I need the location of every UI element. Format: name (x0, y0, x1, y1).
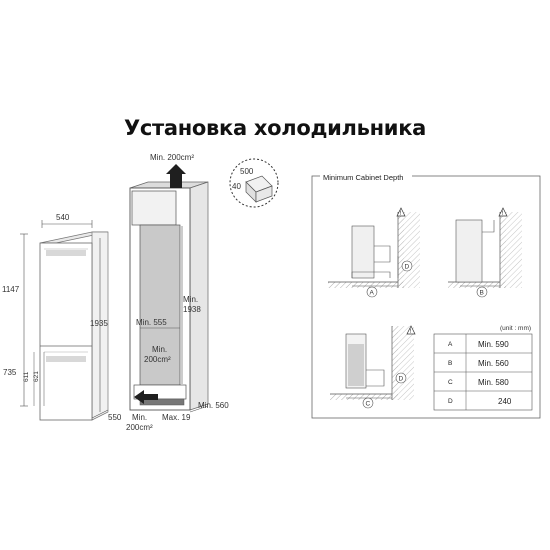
top-vent-label: Min. 200cm² (150, 153, 194, 162)
scenario-b: B ! (448, 207, 522, 298)
table-row: C Min. 580 (448, 378, 509, 387)
row-value: Min. 560 (478, 359, 509, 368)
unit-label: (unit : mm) (500, 325, 531, 332)
fridge-door-b: 621 (33, 371, 40, 382)
fridge-dimensions: 540 1147 735 1935 611 621 550 (2, 213, 122, 422)
fridge-width: 540 (56, 213, 70, 222)
page-title: Установка холодильника (123, 116, 427, 140)
bottom-vent-value: 200cm² (126, 423, 153, 432)
scenario-a: A D ! (328, 207, 420, 298)
bottom-vent-label: Min. (132, 413, 147, 422)
table-row: A Min. 590 (448, 340, 509, 349)
scenario-c: C D ! (330, 325, 416, 409)
fridge-height-total: 1935 (90, 319, 108, 328)
marker-b: B (480, 290, 484, 297)
marker-a: A (370, 290, 375, 297)
svg-text:!: ! (400, 210, 402, 217)
row-value: 240 (498, 397, 512, 406)
table-row: D 240 (448, 397, 512, 406)
svg-text:!: ! (410, 328, 412, 335)
niche-inner-width: Min. 555 (136, 318, 167, 327)
row-value: Min. 590 (478, 340, 509, 349)
row-key: D (448, 398, 453, 405)
fridge-depth: 550 (108, 413, 122, 422)
depth-table: A Min. 590 B Min. 560 C Min. 580 D 240 (433, 333, 533, 411)
marker-c: C (366, 401, 371, 408)
niche-drawing (129, 164, 209, 411)
row-key: A (448, 341, 453, 348)
plinth-max: Max. 19 (162, 413, 191, 422)
row-key: B (448, 360, 452, 367)
cabinet-depth-title: Minimum Cabinet Depth (323, 173, 403, 182)
niche-height-value: 1938 (183, 305, 201, 314)
marker-d-c: D (399, 376, 404, 383)
detail-dimension-a: 500 (240, 167, 254, 176)
table-row: B Min. 560 (448, 359, 509, 368)
fridge-height-lower: 735 (3, 368, 17, 377)
fridge-door-a: 611 (23, 371, 30, 382)
detail-dimension-b: 40 (232, 182, 241, 191)
niche-dimensions: Min. 200cm² Min. 555 Min. 1938 Min. 200c… (126, 153, 279, 432)
svg-text:!: ! (502, 210, 504, 217)
marker-d-a: D (405, 264, 410, 271)
row-value: Min. 580 (478, 378, 509, 387)
middle-vent-label: Min. (152, 345, 167, 354)
fridge-height-upper: 1147 (2, 285, 20, 294)
row-key: C (448, 379, 453, 386)
niche-height-label: Min. (183, 295, 198, 304)
niche-depth: Min. 560 (198, 401, 229, 410)
cabinet-depth-frame (311, 175, 541, 419)
middle-vent-value: 200cm² (144, 355, 171, 364)
